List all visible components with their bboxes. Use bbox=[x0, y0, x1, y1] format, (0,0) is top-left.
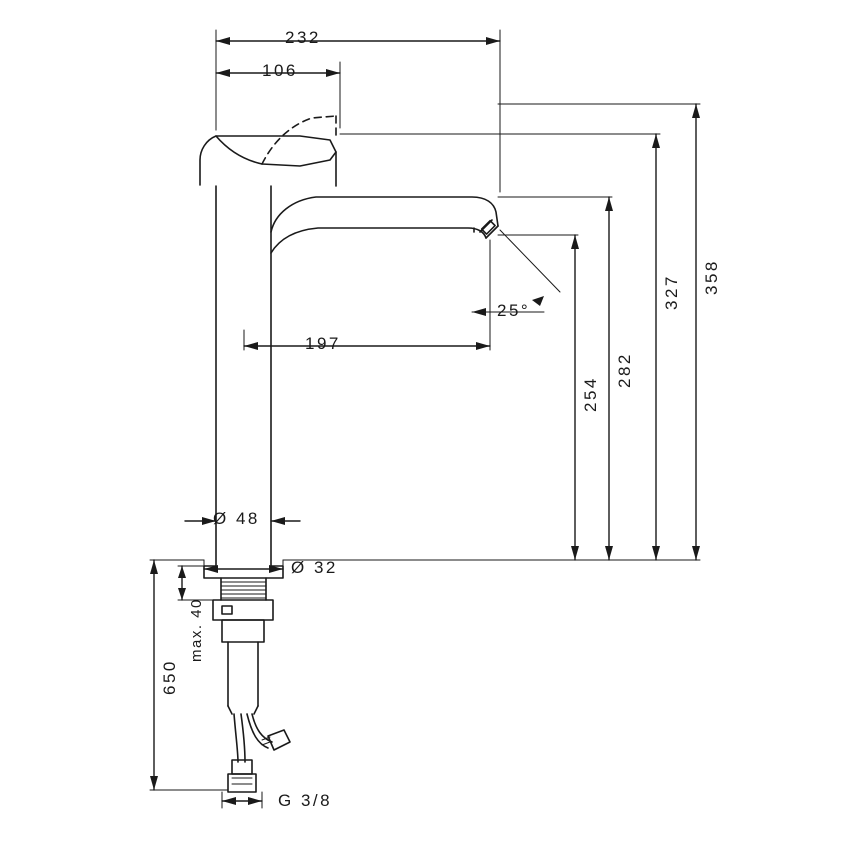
faucet-hose-split bbox=[227, 705, 259, 715]
dimension-label-232: 232 bbox=[285, 28, 321, 47]
hose-bottom-collar bbox=[231, 759, 253, 775]
faucet-thread-lines bbox=[220, 581, 267, 599]
faucet-aerator bbox=[480, 219, 496, 235]
faucet-lever-hidden-outline bbox=[261, 115, 337, 165]
dimension-label-254: 254 bbox=[581, 376, 600, 412]
dimension-label-650: 650 bbox=[160, 659, 179, 695]
dimension-label-197: 197 bbox=[305, 334, 341, 353]
faucet-lever-outline bbox=[199, 135, 337, 187]
faucet-spout-top bbox=[270, 196, 499, 233]
faucet-lower-body bbox=[221, 619, 265, 643]
dimension-label-282: 282 bbox=[615, 352, 634, 388]
hose-right-connector-detail bbox=[261, 736, 271, 746]
dimension-label-g38: G 3/8 bbox=[278, 791, 333, 810]
hose-left bbox=[233, 713, 239, 763]
faucet-nut-detail bbox=[221, 605, 233, 615]
faucet-lever-inner-edge bbox=[215, 135, 337, 167]
dimension-label-327: 327 bbox=[662, 274, 681, 310]
dimension-label-25-degrees: 25° bbox=[497, 301, 531, 320]
hose-right-b bbox=[246, 713, 269, 749]
hose-right-connector bbox=[267, 729, 291, 751]
dimension-label-max-40: max. 40 bbox=[188, 598, 205, 662]
dimension-label-diameter-32: Ø 32 bbox=[291, 558, 338, 577]
faucet-hose-shafts bbox=[227, 641, 259, 707]
faucet-outlet-front bbox=[485, 225, 499, 239]
faucet-spout-bottom bbox=[270, 227, 487, 254]
leader-25-deg-1 bbox=[499, 229, 561, 293]
dimension-label-diameter-48: Ø 48 bbox=[213, 509, 260, 528]
g38-connector bbox=[227, 773, 257, 793]
dimension-arrowheads bbox=[150, 37, 700, 805]
faucet-base-collar bbox=[203, 565, 284, 579]
hose-left-b bbox=[240, 713, 246, 763]
dimension-label-106: 106 bbox=[262, 61, 298, 80]
dimension-label-358: 358 bbox=[702, 259, 721, 295]
g38-thread-lines bbox=[231, 777, 253, 785]
faucet-shank bbox=[220, 577, 267, 601]
